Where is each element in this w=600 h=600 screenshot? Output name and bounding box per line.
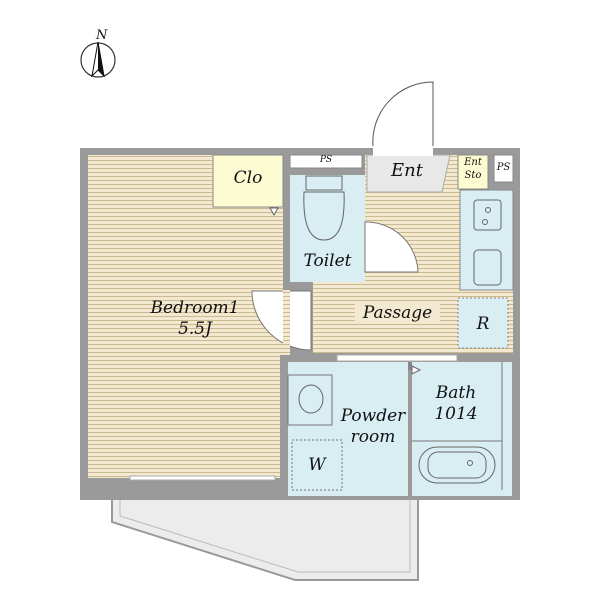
- bath-line2: 1014: [434, 404, 478, 425]
- refrigerator-label: R: [476, 314, 490, 334]
- bedroom-floor: [88, 155, 283, 478]
- bathtub-icon: [418, 446, 496, 484]
- bath-room: [412, 362, 512, 496]
- ps-right-label: PS: [496, 162, 511, 173]
- toilet-door-icon: [364, 221, 419, 273]
- toilet-icon: [303, 191, 345, 241]
- powder-room-label: Powder room: [330, 406, 416, 449]
- toilet-label: Toilet: [303, 251, 352, 271]
- entrance-door-icon: [372, 81, 434, 147]
- bedroom-door-icon: [251, 290, 312, 351]
- powder-room: [288, 362, 408, 496]
- powder-room-line1: Powder: [340, 406, 406, 426]
- compass-label: N: [96, 28, 108, 43]
- powder-room-line2: room: [350, 427, 396, 448]
- bath-label: Bath 1014: [420, 383, 492, 426]
- ent-storage-line2: Sto: [464, 170, 482, 181]
- bedroom-size: 5.5J: [178, 319, 212, 340]
- entrance-label: Ent: [391, 160, 423, 181]
- passage-label: Passage: [355, 303, 440, 325]
- kitchen-counter: [459, 189, 514, 291]
- closet-door-icon: [269, 207, 279, 217]
- closet: [212, 154, 284, 208]
- washer-label: W: [308, 455, 326, 475]
- bath-line1: Bath: [435, 383, 477, 403]
- washer-space: [291, 439, 343, 491]
- closet-label: Clo: [233, 168, 263, 188]
- ent-storage-line1: Ent: [464, 157, 482, 168]
- refrigerator: [457, 297, 509, 349]
- ent-storage-label: Ent Sto: [458, 156, 488, 182]
- bedroom-label: Bedroom1 5.5J: [140, 298, 250, 341]
- ps-top-label: PS: [319, 155, 333, 165]
- stove-icon: [473, 199, 502, 231]
- sink-icon: [473, 249, 502, 286]
- washbasin-icon: [287, 374, 333, 426]
- bedroom-name: Bedroom1: [150, 298, 240, 318]
- north-compass-icon: [80, 41, 116, 78]
